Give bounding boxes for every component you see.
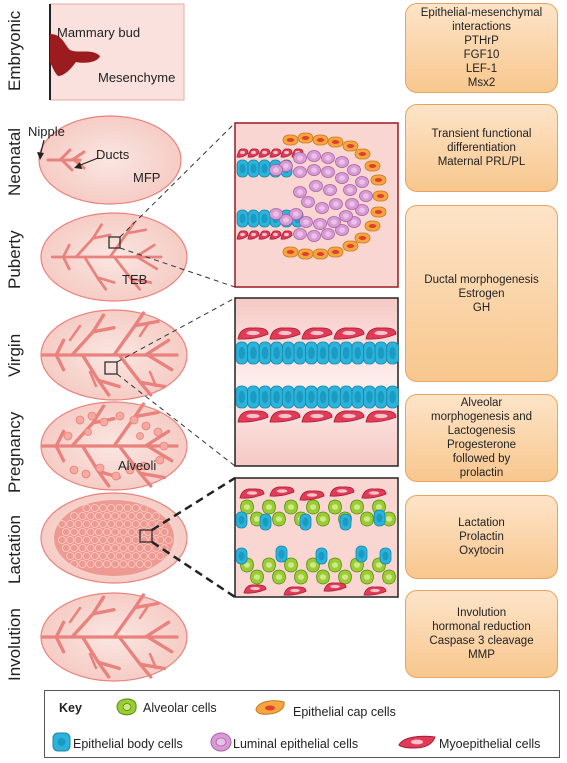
mfp-label: MFP — [133, 170, 161, 185]
development-diagram — [37, 3, 399, 682]
luminal-epithelial-cell-icon — [210, 732, 232, 752]
mammary-bud-shape — [50, 34, 100, 76]
ducts-label: Ducts — [96, 147, 130, 162]
alveolar-cell-icon — [116, 698, 137, 716]
virgin-gland — [40, 309, 188, 401]
involution-gland — [40, 592, 188, 682]
key-body-label: Epithelial body cells — [73, 737, 183, 751]
teb-label: TEB — [122, 272, 148, 287]
key-myo-label: Myoepithelial cells — [439, 737, 541, 751]
key-title: Key — [59, 701, 82, 715]
embryonic-panel — [49, 3, 185, 101]
pregnancy-gland — [40, 401, 188, 491]
epithelial-body-cell-icon — [52, 732, 71, 752]
mammary-bud-label: Mammary bud — [57, 25, 141, 40]
duct-zoom-panel — [234, 297, 399, 467]
myoepithelial-cell-icon — [398, 735, 436, 749]
mesenchyme-label: Mesenchyme — [98, 70, 176, 85]
alveoli-zoom-panel — [234, 477, 399, 598]
puberty-gland — [40, 212, 188, 302]
neonatal-gland — [37, 115, 182, 205]
epithelial-cap-cell-icon — [255, 700, 285, 715]
nipple-label: Nipple — [28, 124, 65, 139]
alveoli-label: Alveoli — [118, 458, 157, 473]
key-luminal-label: Luminal epithelial cells — [233, 737, 359, 751]
zoom-lines-bold — [151, 476, 236, 599]
lactation-gland — [40, 492, 188, 584]
zoom-lines — [116, 122, 236, 467]
key-cap-label: Epithelial cap cells — [293, 705, 396, 719]
teb-zoom-panel — [234, 122, 399, 288]
cell-key: Key Alveolar cells Epithelial cap cells … — [44, 690, 560, 758]
key-alveolar-label: Alveolar cells — [143, 701, 217, 715]
